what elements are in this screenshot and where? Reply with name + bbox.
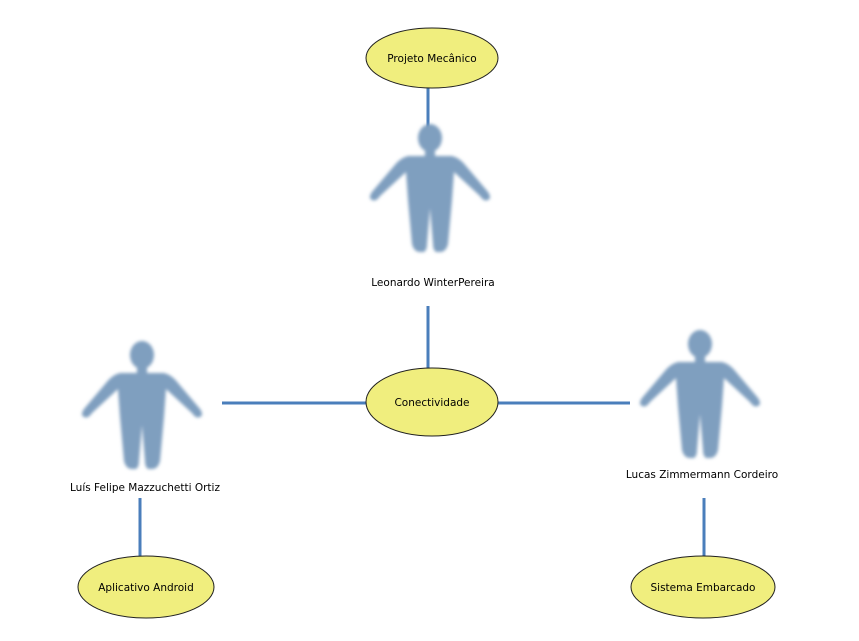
actor-label: Leonardo WinterPereira	[371, 277, 494, 289]
actor-icon	[370, 124, 490, 252]
actor-label: Lucas Zimmermann Cordeiro	[626, 469, 778, 481]
use-case-label: Conectividade	[394, 397, 469, 409]
use-case-conectividade[interactable]: Conectividade	[365, 367, 499, 437]
use-case-label: Aplicativo Android	[98, 582, 194, 594]
use-case-sistema-embarcado[interactable]: Sistema Embarcado	[630, 555, 776, 619]
use-case-projeto-mecanico[interactable]: Projeto Mecânico	[365, 27, 499, 89]
actor-label: Luís Felipe Mazzuchetti Ortiz	[70, 482, 220, 494]
use-case-label: Sistema Embarcado	[651, 582, 756, 594]
actor-icon	[640, 330, 760, 458]
actor-icon	[82, 341, 202, 469]
use-case-ellipse	[630, 555, 776, 619]
use-case-ellipse	[365, 27, 499, 89]
use-case-ellipse	[365, 367, 499, 437]
use-case-ellipse	[77, 555, 215, 619]
actor-lucas[interactable]: Lucas Zimmermann Cordeiro	[626, 330, 778, 481]
actor-leonardo[interactable]: Leonardo WinterPereira	[370, 124, 495, 289]
actor-luis[interactable]: Luís Felipe Mazzuchetti Ortiz	[70, 341, 220, 494]
use-case-label: Projeto Mecânico	[387, 53, 476, 65]
use-case-aplicativo-android[interactable]: Aplicativo Android	[77, 555, 215, 619]
